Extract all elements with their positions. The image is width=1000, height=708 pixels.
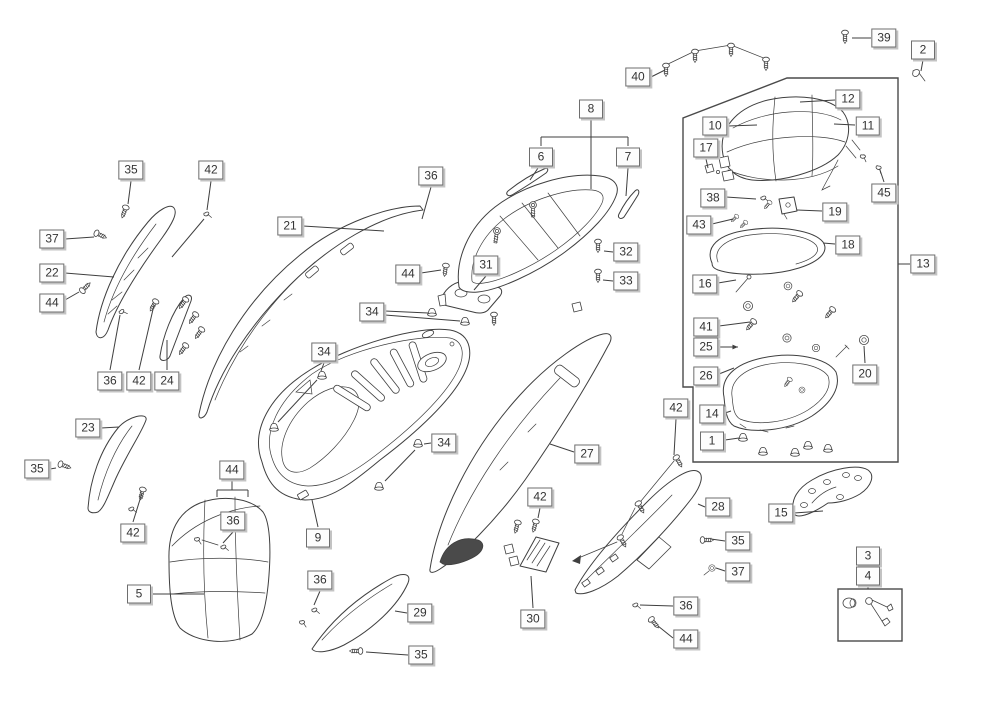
callout-35-43[interactable]: 35 [24, 459, 50, 479]
part-15-bracket-plate [792, 466, 873, 517]
callout-31-22[interactable]: 31 [473, 255, 499, 275]
callout-2-1[interactable]: 2 [911, 40, 935, 60]
group-13-outline [682, 77, 899, 463]
part-9-storage-bucket [258, 328, 471, 501]
callout-36-55[interactable]: 36 [307, 570, 333, 590]
callout-42-35[interactable]: 42 [126, 371, 152, 391]
callout-5-56[interactable]: 5 [127, 584, 151, 604]
callout-44-27[interactable]: 44 [39, 293, 65, 313]
part-5-front-shield [128, 485, 271, 642]
callout-27-42[interactable]: 27 [574, 444, 600, 464]
callout-33-25[interactable]: 33 [613, 271, 639, 291]
callout-22-23[interactable]: 22 [39, 263, 65, 283]
callout-44-60[interactable]: 44 [673, 629, 699, 649]
callout-6-4[interactable]: 6 [529, 147, 553, 167]
callout-26-32[interactable]: 26 [693, 366, 719, 386]
fasteners-right-bottom [632, 536, 716, 631]
callout-30-58[interactable]: 30 [520, 609, 546, 629]
leader-lines [49, 37, 924, 656]
callout-34-28[interactable]: 34 [359, 302, 385, 322]
screw-39-icon [841, 29, 849, 44]
callout-36-48[interactable]: 36 [220, 511, 246, 531]
callout-7-5[interactable]: 7 [616, 147, 640, 167]
callout-20-33[interactable]: 20 [852, 364, 878, 384]
callout-12-8[interactable]: 12 [835, 89, 861, 109]
callout-24-36[interactable]: 24 [154, 371, 180, 391]
part-10-11-12-seat [718, 94, 861, 182]
part-23-bracket [56, 415, 147, 514]
callout-45-13[interactable]: 45 [871, 183, 897, 203]
part-28-rear-panel [572, 453, 702, 595]
callout-35-61[interactable]: 35 [408, 645, 434, 665]
callout-38-14[interactable]: 38 [700, 188, 726, 208]
callout-36-12[interactable]: 36 [418, 166, 444, 186]
part-6-strip [506, 167, 549, 197]
part-8-rear-rack [457, 174, 618, 313]
callout-16-26[interactable]: 16 [692, 274, 718, 294]
callout-35-6[interactable]: 35 [118, 160, 144, 180]
callout-39-0[interactable]: 39 [871, 28, 897, 48]
callout-44-24[interactable]: 44 [395, 264, 421, 284]
callout-42-45[interactable]: 42 [527, 487, 553, 507]
callout-10-9[interactable]: 10 [702, 116, 728, 136]
callout-34-31[interactable]: 34 [311, 342, 337, 362]
callout-21-16[interactable]: 21 [277, 216, 303, 236]
part-22-pillar-trim [77, 203, 212, 339]
callout-17-11[interactable]: 17 [693, 138, 719, 158]
screws-32-33-icons [594, 238, 602, 283]
callout-4-54[interactable]: 4 [856, 566, 880, 586]
callout-14-38[interactable]: 14 [699, 404, 725, 424]
callout-36-57[interactable]: 36 [673, 596, 699, 616]
callout-23-39[interactable]: 23 [75, 418, 101, 438]
part-29-side-skirt [298, 574, 410, 655]
clip-2-icon [912, 69, 926, 82]
callout-13-21[interactable]: 13 [910, 254, 936, 274]
callout-18-19[interactable]: 18 [835, 235, 861, 255]
callout-43-17[interactable]: 43 [686, 215, 712, 235]
callout-1-40[interactable]: 1 [700, 431, 724, 451]
callout-37-53[interactable]: 37 [725, 562, 751, 582]
lock-set-box [837, 588, 903, 642]
group-13-fasteners [735, 274, 869, 457]
screw-chain-40 [662, 42, 770, 77]
callout-40-2[interactable]: 40 [625, 67, 651, 87]
callout-32-20[interactable]: 32 [613, 242, 639, 262]
callout-9-50[interactable]: 9 [306, 528, 330, 548]
callout-42-7[interactable]: 42 [198, 160, 224, 180]
callout-34-41[interactable]: 34 [431, 433, 457, 453]
callout-28-46[interactable]: 28 [705, 497, 731, 517]
callout-35-51[interactable]: 35 [725, 531, 751, 551]
callout-37-18[interactable]: 37 [39, 229, 65, 249]
callout-19-15[interactable]: 19 [822, 202, 848, 222]
part-27-side-fairing [429, 333, 612, 573]
callout-11-10[interactable]: 11 [855, 116, 881, 136]
part-30-louver-bracket [503, 517, 560, 573]
part-7-strip [618, 189, 640, 219]
callout-42-49[interactable]: 42 [120, 523, 146, 543]
callout-36-34[interactable]: 36 [97, 371, 123, 391]
callout-41-29[interactable]: 41 [693, 317, 719, 337]
callout-42-37[interactable]: 42 [663, 398, 689, 418]
part-21-side-molding [198, 205, 424, 419]
part-14-inner-bucket [722, 354, 838, 433]
callout-25-30[interactable]: 25 [693, 337, 719, 357]
callout-8-3[interactable]: 8 [579, 99, 603, 119]
part-18-seat-pad [709, 227, 826, 275]
callout-29-59[interactable]: 29 [407, 603, 433, 623]
callout-44-44[interactable]: 44 [219, 460, 245, 480]
callout-15-47[interactable]: 15 [768, 503, 794, 523]
callout-3-52[interactable]: 3 [856, 546, 880, 566]
